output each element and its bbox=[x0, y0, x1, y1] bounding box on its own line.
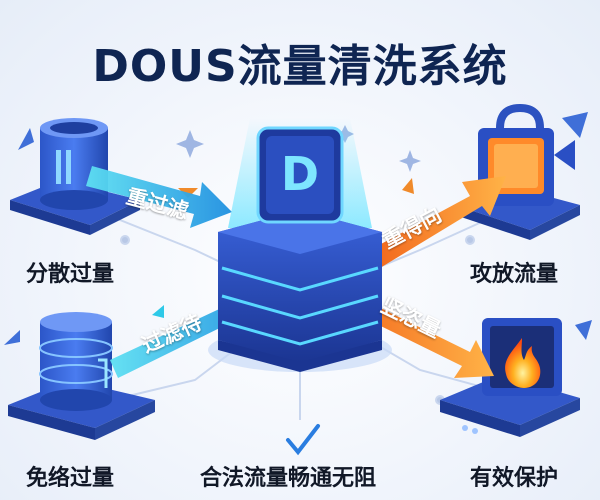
server-top bbox=[218, 210, 382, 254]
fire-icon bbox=[505, 338, 541, 388]
indicator-light bbox=[472, 428, 478, 434]
node-platform-side bbox=[95, 400, 155, 440]
server-led-strip bbox=[221, 320, 379, 346]
small-arrow-icon bbox=[18, 128, 34, 150]
redirect-arrow-shape bbox=[370, 176, 506, 268]
server-led-strip bbox=[221, 266, 379, 292]
database-stack-icon bbox=[39, 338, 113, 358]
node-platform-side bbox=[530, 205, 580, 240]
filter-arrow-shape bbox=[86, 166, 232, 228]
arrow-top-left bbox=[86, 166, 232, 228]
node-platform-side bbox=[90, 200, 140, 235]
small-arrow-icon bbox=[402, 178, 414, 194]
sparkle-icon bbox=[176, 130, 204, 158]
small-arrow-icon bbox=[4, 330, 20, 345]
database-icon bbox=[50, 122, 98, 134]
shield-card-inner bbox=[266, 136, 334, 214]
database-icon bbox=[40, 128, 108, 200]
indicator-light bbox=[462, 425, 468, 431]
arrow-top-right bbox=[370, 176, 506, 268]
node-platform-side bbox=[455, 205, 530, 240]
small-arrow-icon bbox=[562, 112, 588, 138]
sparkle-icon bbox=[399, 150, 421, 172]
protection-node bbox=[440, 318, 580, 437]
lock-box-icon bbox=[554, 140, 575, 170]
database-icon bbox=[56, 150, 61, 184]
check-icon bbox=[286, 424, 320, 456]
center-glyph: D bbox=[281, 147, 319, 201]
bidirectional-arrow-shape bbox=[334, 280, 494, 378]
central-server bbox=[208, 118, 392, 372]
label-effective-protection: 有效保护 bbox=[470, 466, 559, 491]
node-platform-side bbox=[440, 400, 520, 437]
label-exempt-traffic: 免络过量 bbox=[26, 466, 115, 491]
network-dot bbox=[465, 235, 475, 245]
lock-shackle-icon bbox=[496, 103, 544, 129]
database-stack-icon bbox=[40, 312, 112, 332]
server-base bbox=[218, 340, 382, 372]
node-platform bbox=[440, 375, 580, 425]
page-title: DOUS流量清洗系统 bbox=[92, 41, 508, 92]
server-led-strip bbox=[221, 294, 379, 320]
node-platform-side bbox=[10, 200, 90, 235]
attack-traffic-node bbox=[455, 103, 580, 240]
node-platform-side bbox=[520, 398, 580, 437]
small-arrow-icon bbox=[575, 320, 592, 340]
exempt-traffic-node bbox=[8, 312, 155, 440]
label-scattered-traffic: 分散过量 bbox=[26, 262, 115, 287]
arrow-bottom-right bbox=[334, 280, 494, 378]
small-arrow-icon bbox=[152, 305, 164, 318]
database-stack-icon bbox=[39, 364, 113, 384]
label-attack-traffic: 攻放流量 bbox=[470, 262, 559, 287]
server-body bbox=[218, 210, 382, 362]
node-platform-side bbox=[8, 405, 95, 440]
network-dot bbox=[120, 235, 130, 245]
database-icon bbox=[66, 150, 71, 184]
database-icon bbox=[40, 190, 108, 210]
database-stack-icon bbox=[40, 389, 112, 411]
label-legit-traffic: 合法流量畅通无阻 bbox=[200, 466, 377, 491]
database-stack-icon bbox=[98, 358, 108, 388]
decorative-arrows bbox=[4, 112, 592, 345]
